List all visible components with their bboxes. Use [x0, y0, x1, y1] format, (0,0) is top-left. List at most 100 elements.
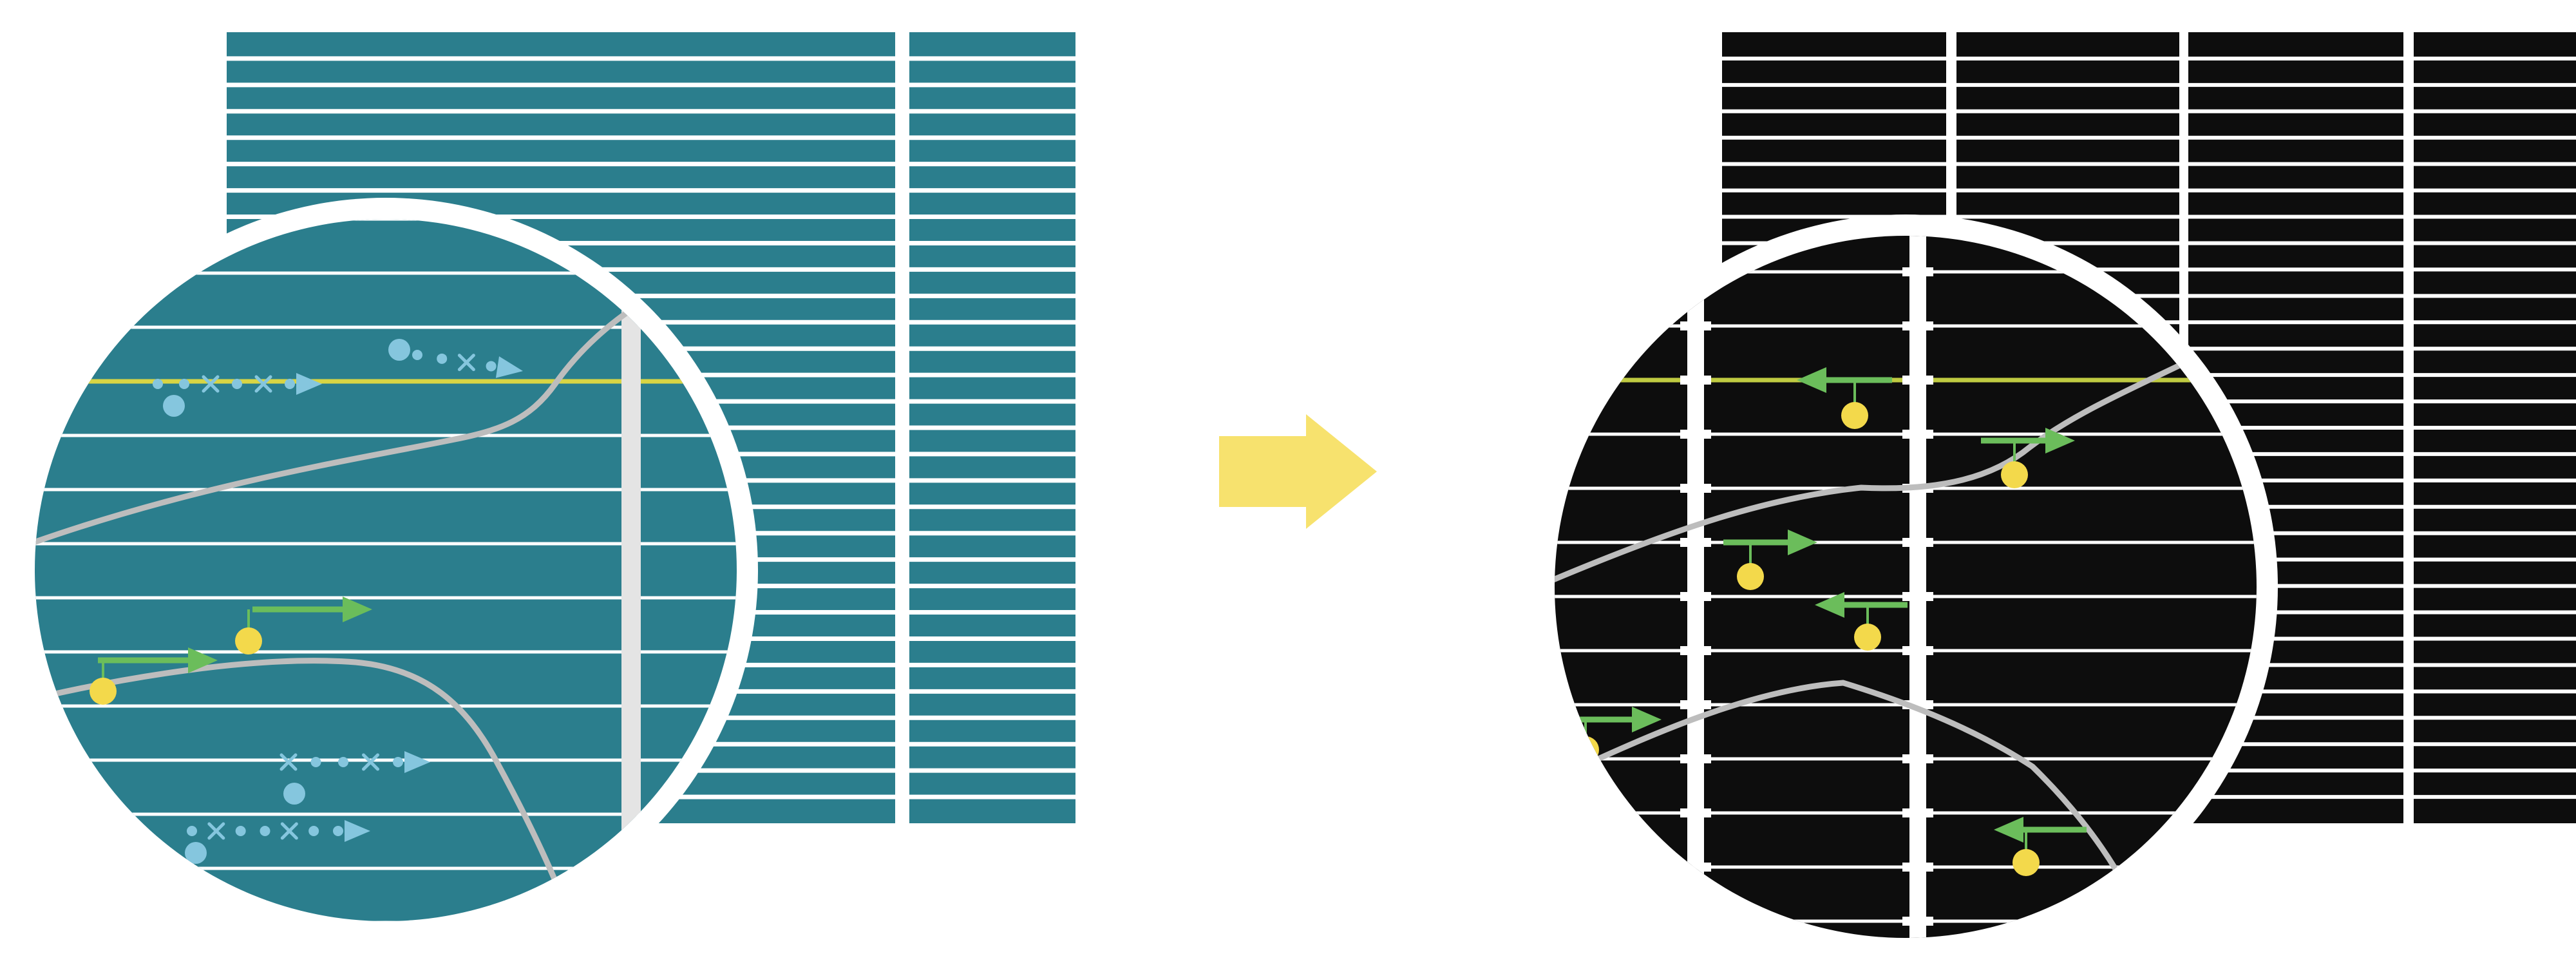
- right-zoom-inset-busbar-pad: [1926, 646, 1933, 655]
- left-zoom-inset-path-dot: [393, 757, 403, 767]
- right-zoom-inset-busbar-pad: [1680, 267, 1687, 276]
- right-zoom-inset-carrier-marker: [1981, 428, 2075, 488]
- right-zoom-inset-carrier-dot: [1737, 563, 1764, 590]
- right-zoom-inset-busbar-pad: [1704, 917, 1711, 926]
- right-zoom-inset-busbar-pad: [1680, 538, 1687, 547]
- right-zoom-inset-busbar-pad: [1926, 267, 1933, 276]
- right-zoom-inset-busbar-pad: [1902, 592, 1909, 601]
- right-zoom-inset-busbar-pad: [1680, 754, 1687, 763]
- left-zoom-inset-background: [35, 219, 737, 921]
- left-zoom-inset-electron-dot: [185, 842, 207, 864]
- right-zoom-inset-busbar-pad: [1680, 376, 1687, 385]
- left-zoom-inset-carrier-arrowhead: [343, 597, 372, 622]
- right-zoom-inset-busbar-pad: [1926, 538, 1933, 547]
- left-zoom-inset-path-dot: [232, 379, 242, 389]
- right-zoom-inset-busbar-pad: [1704, 754, 1711, 763]
- right-zoom-inset-busbar-pad: [1704, 430, 1711, 439]
- right-zoom-inset-busbar-pad: [1902, 971, 1909, 974]
- right-zoom-inset-busbar-pad: [1704, 321, 1711, 330]
- right-zoom-inset-carrier-marker: [1797, 367, 1892, 429]
- left-zoom-inset-carrier-dot: [235, 627, 262, 654]
- right-zoom-inset-busbar-pad: [1926, 917, 1933, 926]
- right-zoom-inset-busbar-pad: [1680, 321, 1687, 330]
- right-zoom-inset-busbar-pad: [1680, 971, 1687, 974]
- left-zoom-inset-arrowhead: [296, 373, 322, 395]
- right-zoom-inset-busbar-pad: [1704, 700, 1711, 709]
- right-zoom-inset-carrier-marker: [1994, 817, 2087, 876]
- right-zoom-inset-busbar-pad: [1704, 538, 1711, 547]
- right-zoom-inset-busbar-pad: [1926, 754, 1933, 763]
- right-zoom-inset-busbar-pad: [1704, 484, 1711, 493]
- right-zoom-inset-carrier-arrowhead: [1994, 817, 2023, 843]
- left-zoom-inset-trap-cross: [457, 354, 475, 372]
- right-zoom-inset-busbar-pad: [1680, 430, 1687, 439]
- right-zoom-inset-busbar-pad: [1926, 971, 1933, 974]
- right-zoom-inset-busbar-pad: [1704, 971, 1711, 974]
- right-zoom-inset-busbar-pad: [1704, 213, 1711, 222]
- left-zoom-inset-carrier-dot: [90, 678, 117, 705]
- right-zoom-inset-busbar-pad: [1902, 646, 1909, 655]
- left-zoom-inset-electron-dot: [388, 339, 410, 361]
- right-zoom-inset-carrier-dot: [1841, 402, 1868, 429]
- left-zoom-inset-arrowhead: [345, 820, 370, 842]
- left-zoom-inset-arrowhead: [495, 356, 523, 378]
- right-zoom-inset-busbar-pad: [1680, 808, 1687, 817]
- right-zoom-inset-busbar-pad: [1902, 376, 1909, 385]
- right-zoom-inset-carrier-dot: [2012, 849, 2040, 876]
- left-zoom-inset-recombination-path: [279, 751, 430, 773]
- left-zoom-inset-recombination-path: [187, 820, 370, 842]
- right-zoom-inset-busbar-pad: [1902, 267, 1909, 276]
- left-zoom-inset-arrowhead: [404, 751, 430, 773]
- right-zoom-inset-busbar-pad: [1680, 700, 1687, 709]
- right-zoom-inset-busbar-pad: [1680, 484, 1687, 493]
- left-zoom-inset-path-dot: [187, 826, 197, 836]
- left-zoom-inset-recombination-path: [412, 350, 523, 378]
- left-zoom-inset-trap-cross: [280, 822, 298, 840]
- right-zoom-inset: [1533, 213, 2278, 974]
- right-zoom-inset-busbar-pad: [1926, 321, 1933, 330]
- right-zoom-inset-busbar: [1687, 236, 1704, 938]
- left-zoom-inset-electron-dot: [283, 783, 305, 805]
- left-zoom-inset-path-dot: [412, 350, 422, 360]
- right-zoom-inset-carrier-dot: [2001, 461, 2028, 488]
- right-zoom-inset-busbar-pad: [1902, 538, 1909, 547]
- right-zoom-inset-busbar-pad: [1704, 376, 1711, 385]
- left-zoom-inset-path-dot: [437, 353, 448, 364]
- left-zoom-inset-path-dot: [310, 757, 321, 767]
- left-zoom-inset-path-dot: [308, 826, 319, 836]
- left-zoom-inset-trap-cross: [362, 753, 379, 771]
- right-zoom-inset-background: [1555, 236, 2257, 938]
- left-zoom-inset-path-dot: [486, 361, 497, 372]
- left-zoom-inset-trap-cross: [279, 753, 298, 771]
- right-zoom-inset-busbar-pad: [1680, 646, 1687, 655]
- left-zoom-inset: [14, 198, 758, 942]
- right-zoom-inset-busbar-pad: [1680, 213, 1687, 222]
- transition-arrow: [1219, 414, 1377, 529]
- right-zoom-inset-busbar: [1909, 236, 1926, 938]
- right-zoom-inset-busbar-pad: [1902, 321, 1909, 330]
- right-zoom-inset-grain-boundary: [1555, 345, 2219, 586]
- right-zoom-inset-busbar-pad: [1704, 863, 1711, 872]
- right-zoom-inset-carrier-marker: [1723, 530, 1817, 590]
- right-zoom-inset-busbar-pad: [1902, 863, 1909, 872]
- left-zoom-inset-busbar: [621, 219, 641, 921]
- right-zoom-inset-busbar-pad: [1926, 808, 1933, 817]
- right-zoom-inset-busbar-pad: [1926, 376, 1933, 385]
- left-zoom-inset-path-dot: [260, 826, 270, 836]
- right-zoom-inset-carrier-arrowhead: [1815, 592, 1844, 618]
- right-zoom-inset-carrier-arrowhead: [2045, 428, 2075, 454]
- left-zoom-inset-path-dot: [153, 379, 163, 389]
- right-zoom-inset-busbar-pad: [1902, 917, 1909, 926]
- left-zoom-inset-carrier-marker: [90, 647, 218, 705]
- right-zoom-inset-carrier-marker: [1815, 592, 1908, 651]
- left-zoom-inset-path-dot: [179, 379, 189, 389]
- right-zoom-inset-busbar-pad: [1902, 808, 1909, 817]
- left-zoom-inset-electron-dot: [163, 395, 185, 417]
- right-zoom-inset-busbar-pad: [1926, 430, 1933, 439]
- right-zoom-inset-busbar-pad: [1926, 700, 1933, 709]
- left-zoom-inset-carrier-marker: [235, 597, 372, 654]
- left-zoom-inset-trap-cross: [207, 822, 225, 840]
- right-zoom-inset-grain-boundary: [1555, 680, 2150, 935]
